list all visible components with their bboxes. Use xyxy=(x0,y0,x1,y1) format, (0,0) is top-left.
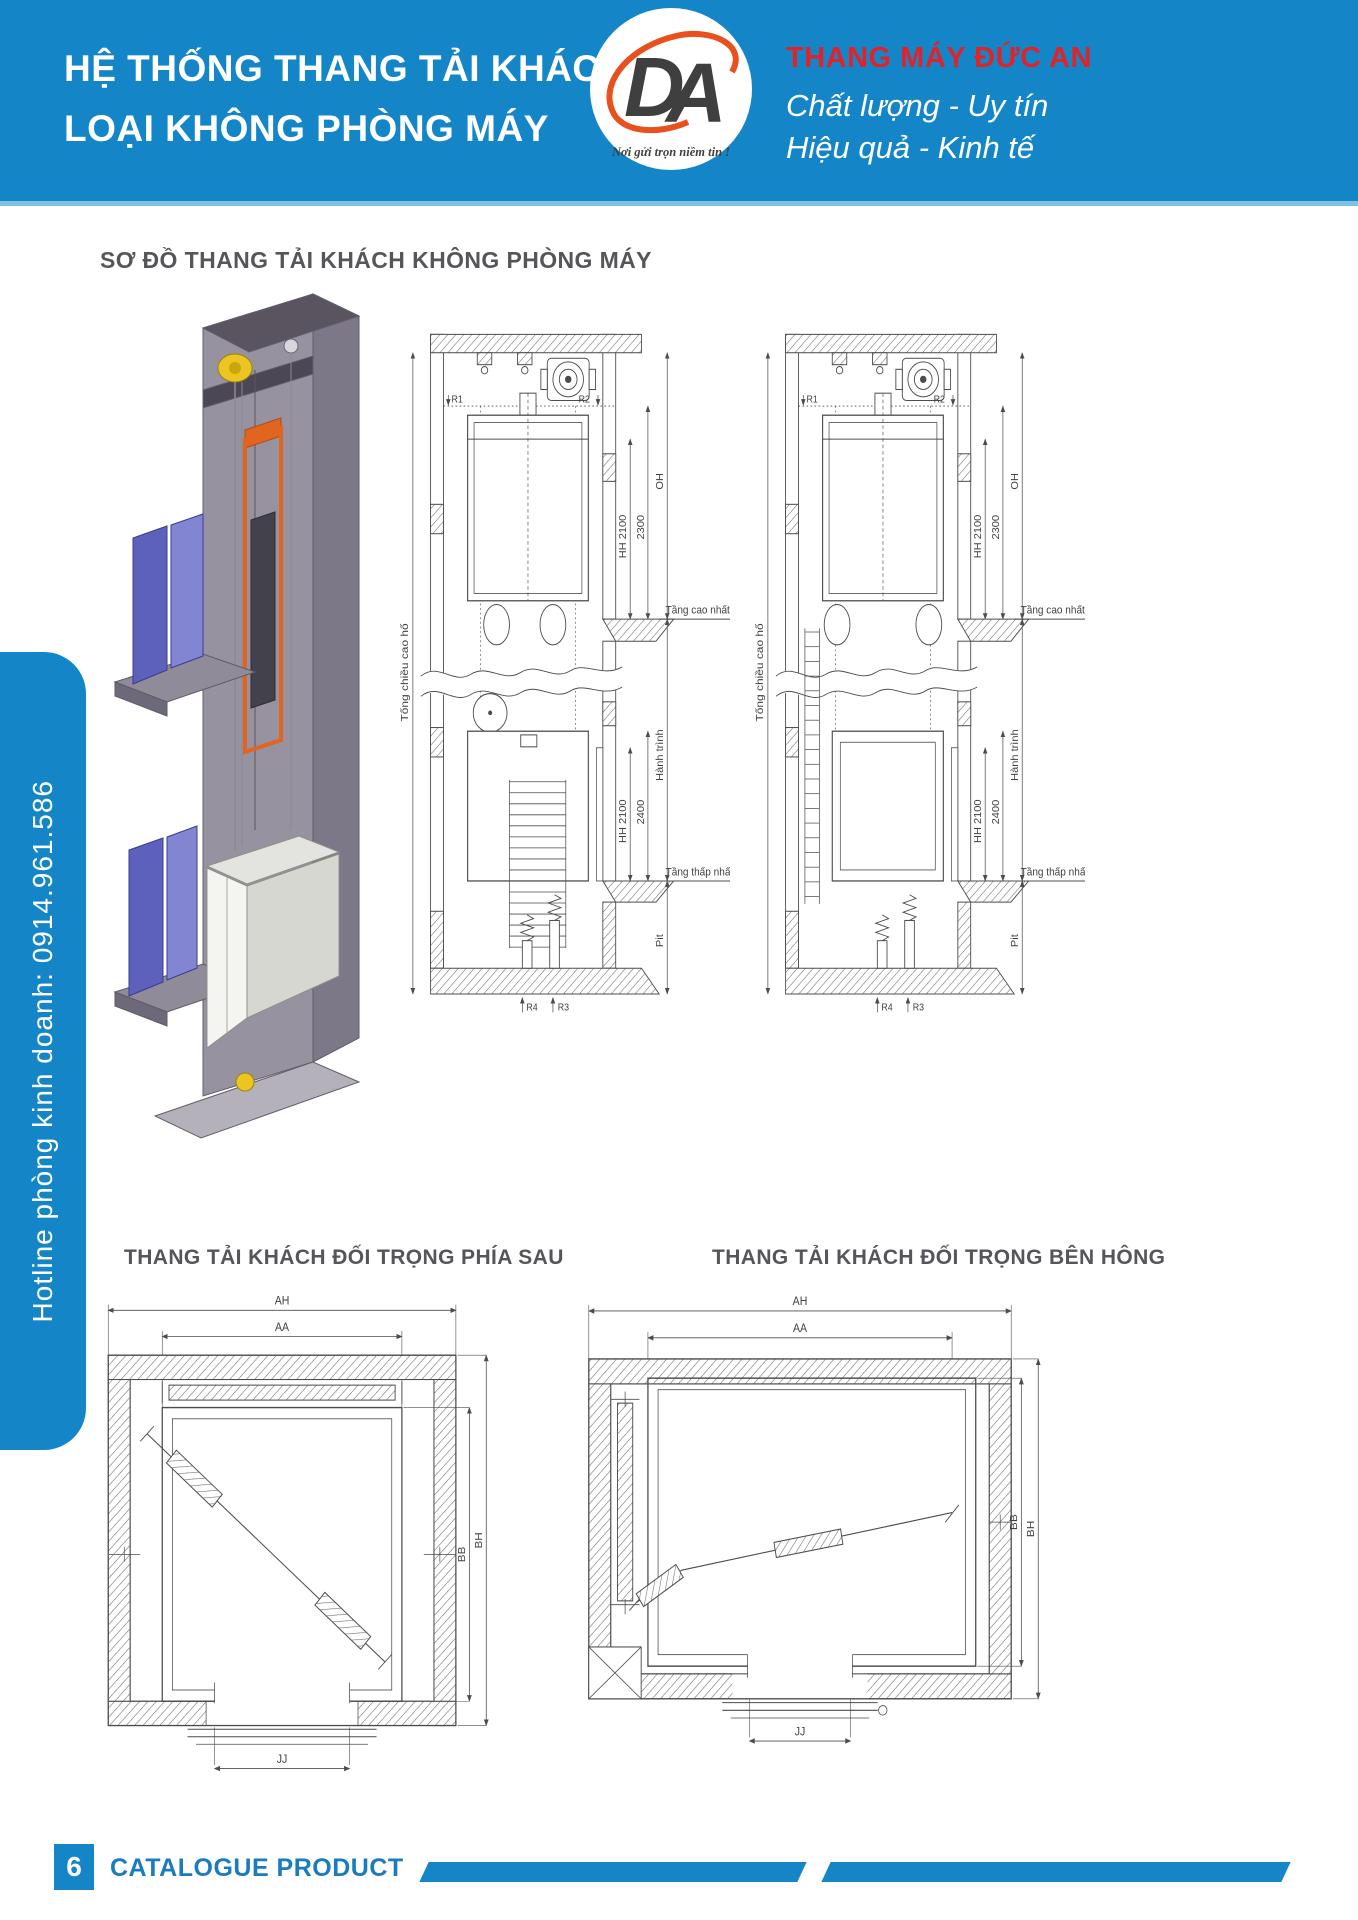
counterweight-frame xyxy=(243,417,283,755)
dim-2300: 2300 xyxy=(636,515,646,540)
elevation-linework xyxy=(410,333,730,1013)
company-logo: D A Nơi gửi trọn niềm tin ! xyxy=(590,8,752,170)
dim-hh2100-lower: HH 2100 xyxy=(619,799,629,843)
logo-da-icon: D A Nơi gửi trọn niềm tin ! xyxy=(591,9,751,169)
isometric-cutaway-illustration xyxy=(113,293,361,1139)
dim-hh2100-lower: HH 2100 xyxy=(974,799,984,843)
elevation-linework xyxy=(765,333,1085,1013)
label-r2: R2 xyxy=(934,394,945,406)
elevation-section-side-cw: Tổng chiều cao hố R1 R2 HH 2100 2300 OH … xyxy=(755,333,1085,1014)
hotline-text: Hotline phòng kinh doanh: 0914.961.586 xyxy=(27,779,58,1323)
label-r1: R1 xyxy=(807,394,818,406)
footer-label: CATALOGUE PRODUCT xyxy=(110,1854,404,1882)
dim-travel: Hành trình xyxy=(656,729,666,781)
logo-swoosh xyxy=(606,30,739,134)
dim-hh2100-upper: HH 2100 xyxy=(619,514,629,558)
company-name: THANG MÁY ĐỨC AN xyxy=(786,42,1092,74)
dim-2400: 2400 xyxy=(991,800,1001,825)
dim-bh: BH xyxy=(1026,1521,1037,1538)
dim-hh2100-upper: HH 2100 xyxy=(974,514,984,558)
plan-labels: AH AA JJ BB BH xyxy=(793,1296,1037,1739)
page-title-line1: HỆ THỐNG THANG TẢI KHÁCH xyxy=(64,48,627,89)
plan-view-rear-cw: AH AA JJ BB BH xyxy=(107,1295,489,1772)
plan-title-side-cw: THANG TẢI KHÁCH ĐỐI TRỌNG BÊN HÔNG xyxy=(712,1246,1166,1269)
section-title: SƠ ĐỒ THANG TẢI KHÁCH KHÔNG PHÒNG MÁY xyxy=(100,247,652,273)
dim-bb: BB xyxy=(1009,1514,1020,1530)
dim-pit: Pit xyxy=(1011,934,1021,947)
elevator-car xyxy=(205,835,341,1049)
dim-ah: AH xyxy=(793,1296,808,1309)
plan-linework xyxy=(107,1304,489,1772)
label-r2: R2 xyxy=(579,394,590,406)
plan-labels: AH AA JJ BB BH xyxy=(275,1295,485,1766)
page-title-line2: LOẠI KHÔNG PHÒNG MÁY xyxy=(64,108,549,149)
elevation-labels: Tổng chiều cao hố R1 R2 HH 2100 2300 OH … xyxy=(755,394,1085,1014)
elevation-labels: Tổng chiều cao hố R1 R2 HH 2100 2300 OH … xyxy=(400,394,730,1014)
dim-travel: Hành trình xyxy=(1011,729,1021,781)
plan-view-side-cw: AH AA JJ BB BH xyxy=(588,1296,1041,1744)
dim-total-height: Tổng chiều cao hố xyxy=(755,623,766,722)
dim-aa: AA xyxy=(793,1323,808,1336)
dim-2300: 2300 xyxy=(991,515,1001,540)
company-slogan-line1: Chất lượng - Uy tín xyxy=(786,88,1049,123)
label-bottom-floor: Tầng thấp nhất xyxy=(666,866,730,879)
footer-bar-right xyxy=(821,1862,1291,1882)
label-r4: R4 xyxy=(881,1002,892,1014)
dim-ah: AH xyxy=(275,1295,290,1308)
machine-and-ropes xyxy=(217,338,299,850)
dim-oh: OH xyxy=(656,473,666,490)
dim-bb: BB xyxy=(457,1547,468,1563)
label-top-floor: Tầng cao nhất xyxy=(1021,604,1085,617)
footer-bar-left xyxy=(419,1862,807,1882)
plan-linework xyxy=(588,1305,1041,1744)
label-r1: R1 xyxy=(452,394,463,406)
logo-tagline: Nơi gửi trọn niềm tin ! xyxy=(611,145,730,159)
dim-oh: OH xyxy=(1011,473,1021,490)
label-r3: R3 xyxy=(913,1002,924,1014)
dim-jj: JJ xyxy=(795,1726,806,1739)
label-r4: R4 xyxy=(526,1002,537,1014)
label-bottom-floor: Tầng thấp nhất xyxy=(1021,866,1085,879)
page-number: 6 xyxy=(54,1844,94,1890)
dim-2400: 2400 xyxy=(636,800,646,825)
plan-title-rear-cw: THANG TẢI KHÁCH ĐỐI TRỌNG PHÍA SAU xyxy=(124,1246,564,1269)
landing-doors xyxy=(128,513,204,997)
hotline-tab: Hotline phòng kinh doanh: 0914.961.586 xyxy=(0,652,86,1450)
dim-jj: JJ xyxy=(277,1753,288,1766)
dim-aa: AA xyxy=(275,1321,290,1334)
label-top-floor: Tầng cao nhất xyxy=(666,604,730,617)
pit-pulley xyxy=(235,1072,255,1092)
dim-pit: Pit xyxy=(656,934,666,947)
company-slogan-line2: Hiệu quả - Kinh tế xyxy=(786,130,1035,165)
dim-total-height: Tổng chiều cao hố xyxy=(400,623,411,722)
dim-bh: BH xyxy=(474,1532,485,1548)
elevation-section-rear-cw: Tổng chiều cao hố R1 R2 HH 2100 2300 OH … xyxy=(400,333,730,1014)
label-r3: R3 xyxy=(558,1002,569,1014)
